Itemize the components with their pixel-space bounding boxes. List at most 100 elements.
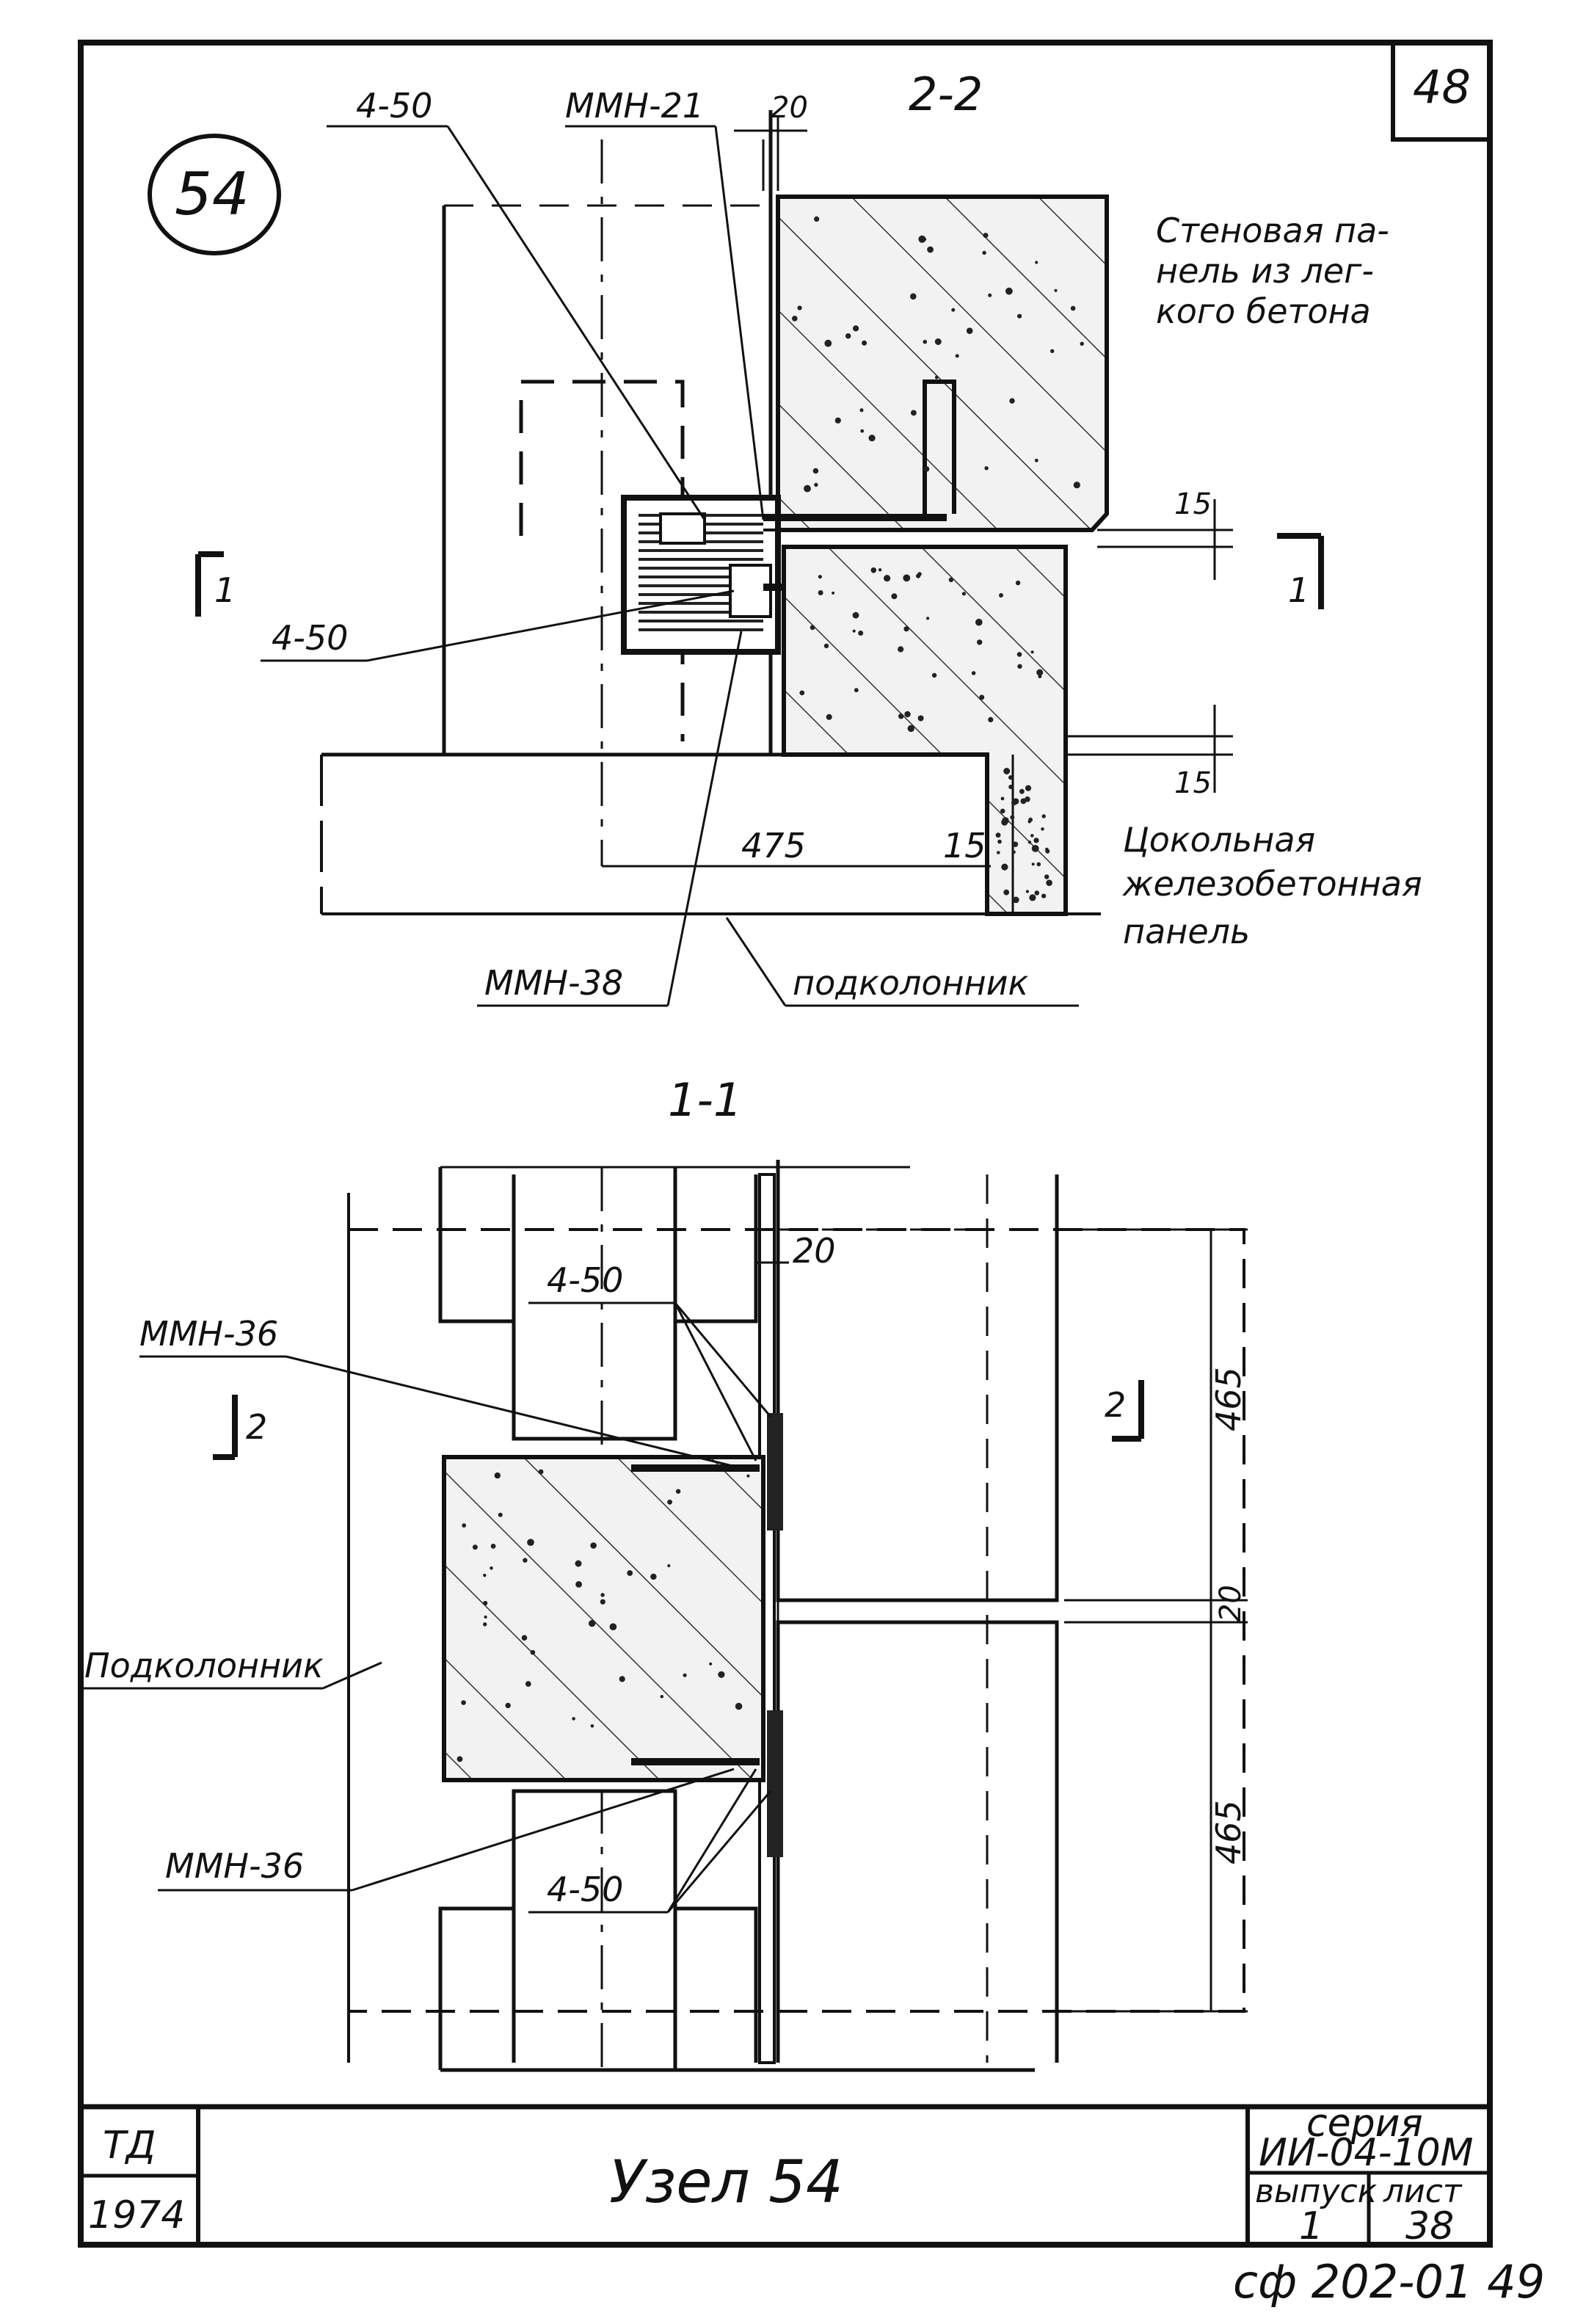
aggregate-dot xyxy=(910,293,917,300)
aggregate-dot xyxy=(1041,827,1044,831)
label-mmn-36-top: ММН-36 xyxy=(139,1314,278,1354)
aggregate-dot xyxy=(1010,815,1015,820)
aggregate-dot xyxy=(1008,785,1014,789)
aggregate-dot xyxy=(979,694,985,700)
aggregate-dot xyxy=(667,1564,671,1568)
aggregate-dot xyxy=(1036,669,1044,676)
aggregate-dot xyxy=(907,725,915,733)
aggregate-dot xyxy=(1000,796,1005,801)
aggregate-dot xyxy=(600,1599,605,1605)
aggregate-dot xyxy=(832,591,835,595)
aggregate-dot xyxy=(845,333,851,339)
sheet-value: 38 xyxy=(1405,2204,1454,2248)
aggregate-dot xyxy=(997,839,1002,844)
aggregate-dot xyxy=(1028,817,1033,822)
aggregate-dot xyxy=(483,1622,487,1627)
aggregate-dot xyxy=(934,338,942,345)
aggregate-dot xyxy=(718,1671,725,1678)
aggregate-dot xyxy=(1025,890,1029,893)
aggregate-dot xyxy=(619,1676,625,1682)
dim-lower: 465 xyxy=(1209,1800,1248,1864)
aggregate-dot xyxy=(1050,349,1055,353)
aggregate-dot xyxy=(995,832,1001,838)
dim-gap: 20 xyxy=(793,1231,836,1271)
dim-joint-bottom: 15 xyxy=(1174,766,1212,800)
aggregate-dot xyxy=(810,625,815,631)
aggregate-dot xyxy=(903,574,911,582)
aggregate-dot xyxy=(923,339,928,344)
section-1-1: 1-1 465 xyxy=(81,1073,1248,2072)
aggregate-dot xyxy=(1009,398,1015,404)
sheet-label: лист xyxy=(1383,2173,1463,2210)
aggregate-dot xyxy=(650,1573,657,1580)
issue-value: 1 xyxy=(1299,2204,1323,2248)
aggregate-dot xyxy=(982,250,986,255)
svg-text:2: 2 xyxy=(1105,1385,1126,1425)
title-block xyxy=(81,2104,1490,2245)
aggregate-dot xyxy=(1035,261,1038,264)
aggregate-dot xyxy=(926,617,930,620)
aggregate-dot xyxy=(1036,862,1041,867)
cut-mark-left: 1 xyxy=(195,551,236,617)
aggregate-dot xyxy=(934,376,939,380)
aggregate-dot xyxy=(852,611,859,619)
aggregate-dot xyxy=(521,1635,528,1641)
dim-width: 475 xyxy=(741,826,806,865)
aggregate-dot xyxy=(660,1695,664,1699)
dim-joint: 20 xyxy=(1214,1585,1248,1622)
aggregate-dot xyxy=(1030,834,1034,838)
aggregate-dot xyxy=(589,1619,596,1627)
aggregate-dot xyxy=(1031,863,1035,866)
aggregate-dot xyxy=(898,713,904,719)
aggregate-dot xyxy=(746,1474,750,1478)
aggregate-dot xyxy=(1041,893,1047,898)
label-podkolonnik-top: подколонник xyxy=(793,963,1029,1003)
aggregate-dot xyxy=(903,626,909,632)
aggregate-dot xyxy=(955,354,959,358)
series-value: ИИ-04-10М xyxy=(1259,2131,1474,2175)
aggregate-dot xyxy=(1011,800,1017,806)
aggregate-dot xyxy=(683,1673,687,1677)
aggregate-dot xyxy=(472,1544,478,1550)
aggregate-dot xyxy=(1003,768,1011,774)
aggregate-dot xyxy=(916,573,921,578)
aggregate-dot xyxy=(1005,287,1013,295)
aggregate-dot xyxy=(797,305,802,311)
aggregate-dot xyxy=(575,1560,582,1567)
aggregate-dot xyxy=(878,568,882,572)
aggregate-dot xyxy=(1044,874,1050,879)
aggregate-dot xyxy=(1034,458,1038,462)
aggregate-dot xyxy=(525,1681,531,1687)
aggregate-dot xyxy=(1016,652,1022,657)
label-wall-panel-3: кого бетона xyxy=(1156,291,1371,331)
aggregate-dot xyxy=(1073,482,1080,489)
label-wall-panel-2: нель из лег- xyxy=(1156,251,1374,291)
aggregate-dot xyxy=(824,339,832,347)
aggregate-dot xyxy=(1045,847,1049,851)
footer-code: сф 202-01 49 xyxy=(1233,2255,1545,2309)
aggregate-dot xyxy=(823,643,829,649)
aggregate-dot xyxy=(1012,896,1019,904)
aggregate-dot xyxy=(859,408,864,413)
issue-label: выпуск xyxy=(1255,2173,1378,2210)
cut-mark-2-left: 2 xyxy=(213,1395,267,1460)
label-mmn-21: ММН-21 xyxy=(565,86,704,126)
aggregate-dot xyxy=(523,1558,528,1563)
aggregate-dot xyxy=(1012,841,1019,847)
node-badge-number: 54 xyxy=(175,160,250,228)
svg-text:2: 2 xyxy=(246,1407,267,1447)
aggregate-dot xyxy=(853,325,859,332)
aggregate-dot xyxy=(572,1717,575,1721)
aggregate-dot xyxy=(891,593,898,600)
aggregate-dot xyxy=(927,246,934,253)
aggregate-dot xyxy=(1012,850,1016,854)
series-label: серия xyxy=(1306,2102,1423,2146)
aggregate-dot xyxy=(483,1573,487,1577)
label-plinth-3: панель xyxy=(1123,912,1250,951)
svg-text:1: 1 xyxy=(1288,570,1309,610)
aggregate-dot xyxy=(1046,879,1052,886)
aggregate-dot xyxy=(799,690,805,696)
column-outline xyxy=(442,110,773,757)
aggregate-dot xyxy=(1019,788,1025,794)
